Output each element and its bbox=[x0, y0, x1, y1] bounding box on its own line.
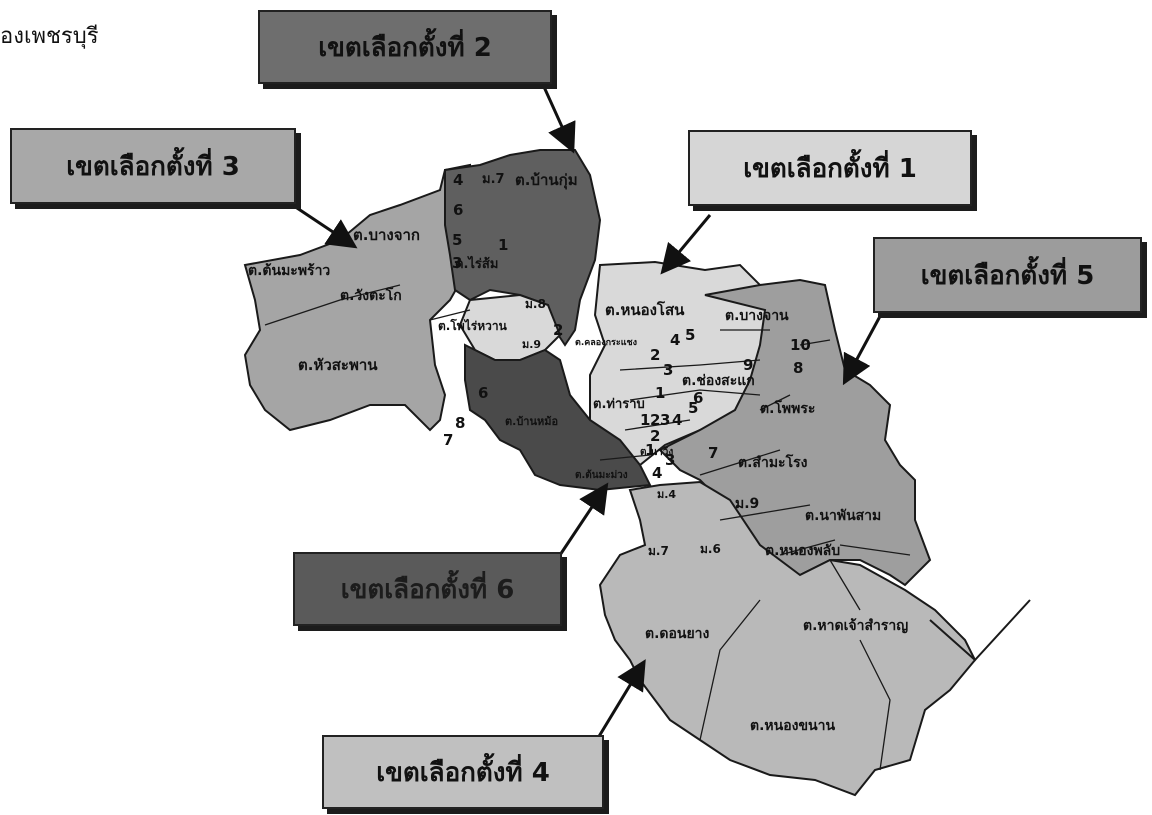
label-village-m8: ม.8 bbox=[525, 297, 546, 311]
callout-district-1-label: เขตเลือกตั้งที่ 1 bbox=[743, 153, 917, 184]
num-3b: 3 bbox=[663, 361, 673, 379]
num-4c: 4 bbox=[672, 411, 682, 429]
callout-district-1: เขตเลือกตั้งที่ 1 bbox=[688, 130, 972, 206]
num-6c: 6 bbox=[693, 389, 703, 407]
label-nong-phlap: ต.หนองพลับ bbox=[765, 543, 840, 559]
district-3-region bbox=[243, 163, 471, 432]
num-8b: 8 bbox=[793, 359, 803, 377]
label-rai-som: ต.ไร่ส้ม bbox=[455, 255, 498, 272]
label-ton-maphrao: ต.ต้นมะพร้าว bbox=[248, 263, 330, 279]
arrow-district-1 bbox=[660, 214, 712, 275]
num-5b: 5 bbox=[685, 326, 695, 344]
callout-district-5: เขตเลือกตั้งที่ 5 bbox=[873, 237, 1142, 313]
arrow-district-3 bbox=[284, 198, 358, 249]
num-7c: 7 bbox=[708, 444, 718, 462]
label-village-m7-north: ม.7 bbox=[482, 172, 505, 187]
num-5: 5 bbox=[452, 231, 462, 249]
callout-district-6: เขตเลือกตั้งที่ 6 bbox=[293, 552, 562, 626]
label-bang-chak: ต.บางจาก bbox=[353, 226, 420, 244]
num-6: 6 bbox=[453, 201, 463, 219]
num-6b: 6 bbox=[478, 384, 488, 402]
num-3d: 3 bbox=[665, 451, 675, 469]
num-8: 8 bbox=[455, 414, 465, 432]
label-khlong-krachaeng: ต.คลองกระแชง bbox=[575, 338, 637, 348]
callout-district-2-label: เขตเลือกตั้งที่ 2 bbox=[318, 32, 492, 63]
coastline bbox=[929, 599, 1031, 662]
label-wang-tako: ต.วังตะโก bbox=[340, 286, 402, 304]
callout-district-6-label: เขตเลือกตั้งที่ 6 bbox=[340, 574, 515, 605]
num-3c: 3 bbox=[660, 411, 670, 429]
label-hua-saphan: ต.หัวสะพาน bbox=[298, 356, 378, 374]
label-bang-chan: ต.บางจาน bbox=[725, 308, 789, 324]
district-6-region bbox=[464, 343, 652, 492]
district-4-region bbox=[598, 480, 977, 797]
label-ton-mamuang: ต.ต้นมะม่วง bbox=[575, 469, 628, 481]
num-2b: 2 bbox=[650, 346, 660, 364]
label-village-m7-south: ม.7 bbox=[648, 544, 669, 558]
arrow-district-5 bbox=[842, 306, 887, 386]
label-village-m4: ม.4 bbox=[657, 488, 676, 501]
num-1c: 1 bbox=[640, 411, 650, 429]
num-2: 2 bbox=[553, 321, 563, 339]
arrow-district-2 bbox=[538, 77, 576, 154]
callout-district-5-label: เขตเลือกตั้งที่ 5 bbox=[920, 260, 1095, 291]
page-title: องเพชรบุรี bbox=[0, 24, 99, 49]
label-hat-chao-samran: ต.หาดเจ้าสำราญ bbox=[803, 618, 908, 634]
label-ban-mo: ต.บ้านหม้อ bbox=[505, 415, 558, 428]
label-ban-kum: ต.บ้านกุ่ม bbox=[515, 171, 578, 190]
num-2c: 2 bbox=[650, 411, 660, 429]
callout-district-3: เขตเลือกตั้งที่ 3 bbox=[10, 128, 296, 204]
label-pho-rai-wan: ต.โพไร่หวาน bbox=[438, 318, 508, 333]
num-2d: 2 bbox=[650, 427, 660, 445]
label-don-yang: ต.ดอนยาง bbox=[645, 626, 710, 642]
num-1b: 1 bbox=[655, 384, 665, 402]
num-4d: 4 bbox=[652, 464, 662, 482]
callout-district-3-label: เขตเลือกตั้งที่ 3 bbox=[66, 151, 240, 182]
num-5c: 5 bbox=[688, 399, 698, 417]
district-2-region bbox=[444, 149, 602, 347]
num-1d: 1 bbox=[645, 441, 655, 459]
label-chong-sakae: ต.ช่องสะแก bbox=[682, 373, 755, 389]
arrow-district-4 bbox=[596, 659, 646, 739]
arrow-district-6 bbox=[558, 482, 609, 556]
label-na-wung: ต.นาวุ้ง bbox=[640, 446, 673, 458]
num-4: 4 bbox=[453, 171, 463, 189]
label-sam-marong: ต.สำมะโรง bbox=[738, 453, 808, 471]
label-nong-khanan: ต.หนองขนาน bbox=[750, 718, 835, 734]
label-nong-khon: ต.หนองโสน bbox=[605, 300, 685, 319]
callout-district-2: เขตเลือกตั้งที่ 2 bbox=[258, 10, 552, 84]
label-village-m9-w: ม.9 bbox=[522, 338, 541, 351]
boundary-lines bbox=[264, 284, 911, 771]
callout-district-4-label: เขตเลือกตั้งที่ 4 bbox=[376, 757, 550, 788]
num-1a: 1 bbox=[498, 236, 508, 254]
num-4b: 4 bbox=[670, 331, 680, 349]
label-village-m6-south: ม.6 bbox=[700, 542, 721, 556]
num-10: 10 bbox=[790, 336, 811, 354]
label-pho-phra: ต.โพพระ bbox=[760, 399, 815, 417]
num-9: 9 bbox=[743, 356, 753, 374]
label-tha-rap: ต.ท่าราบ bbox=[593, 397, 645, 412]
label-village-m9-s: ม.9 bbox=[735, 496, 759, 512]
callout-district-4: เขตเลือกตั้งที่ 4 bbox=[322, 735, 604, 809]
num-7: 7 bbox=[443, 431, 453, 449]
num-3: 3 bbox=[452, 254, 462, 272]
label-na-phan-sam: ต.นาพันสาม bbox=[805, 508, 881, 524]
